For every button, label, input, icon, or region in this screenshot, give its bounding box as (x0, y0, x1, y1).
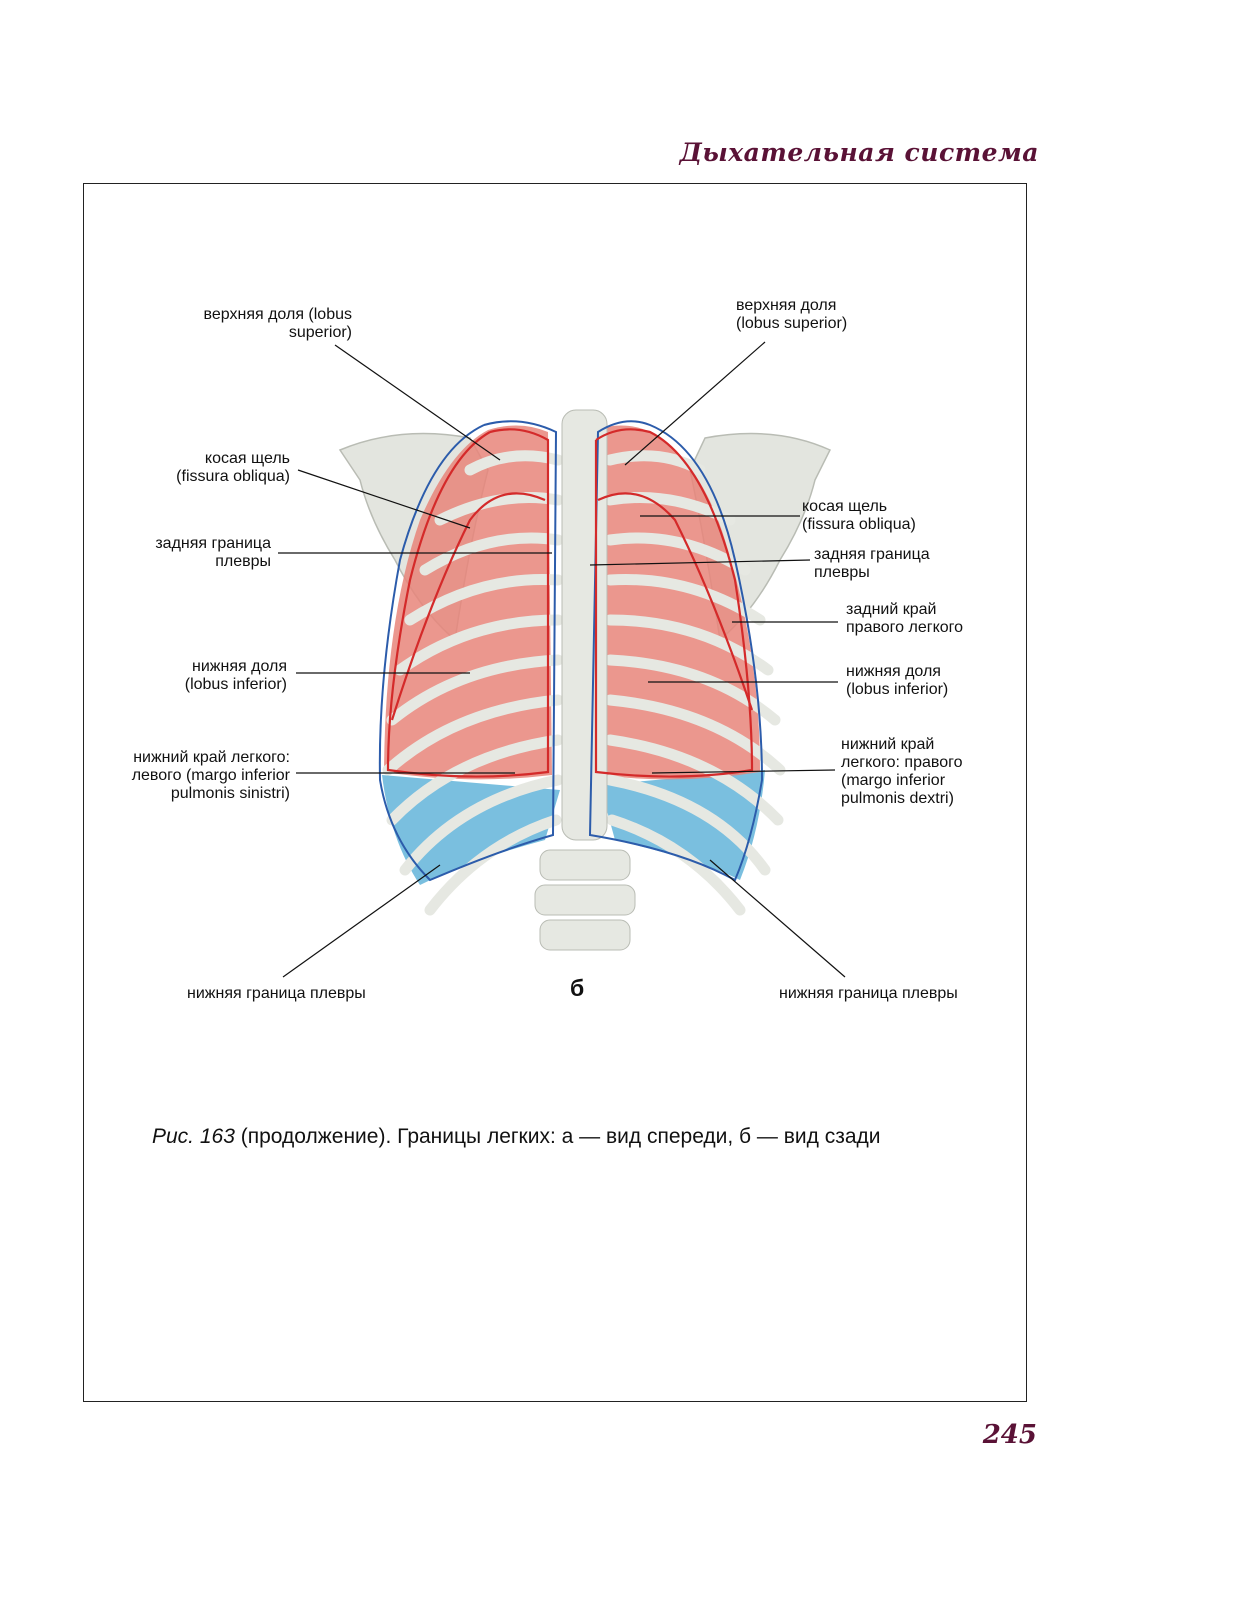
figure-frame (83, 183, 1027, 1402)
caption-text: (продолжение). Границы легких: а — вид с… (234, 1125, 881, 1148)
figure-caption: Рис. 163 (продолжение). Границы легких: … (152, 1125, 881, 1149)
right-pleura-blue-line (588, 420, 764, 882)
label-lower-lobe-right: нижняя доля(lobus inferior) (846, 663, 949, 698)
label-lower-pleura-left: нижняя граница плевры (187, 985, 366, 1002)
running-title: Дыхательная система (679, 138, 1039, 167)
right-oblique-fissure-line (597, 492, 754, 711)
right-lung (594, 425, 760, 780)
label-oblique-fissure-left: косая щель(fissura obliqua) (176, 450, 290, 485)
right-lung-red-line (594, 428, 754, 778)
label-lower-lobe-left: нижняя доля(lobus inferior) (184, 658, 287, 693)
label-upper-lobe-right: верхняя доля(lobus superior) (736, 297, 848, 332)
label-oblique-fissure-right: косая щель(fissura obliqua) (802, 498, 916, 533)
label-lower-pleura-right: нижняя граница плевры (779, 985, 958, 1002)
caption-prefix: Рис. 163 (152, 1125, 235, 1148)
figure-letter: б (570, 975, 585, 1001)
page-number: 245 (982, 1420, 1037, 1450)
label-inferior-margin-left: нижний край легкого:левого (margo inferi… (131, 749, 290, 802)
left-lower-pleura (382, 775, 560, 885)
left-oblique-fissure-line (390, 492, 546, 721)
right-lower-pleura (600, 770, 765, 880)
ribs (382, 450, 786, 916)
left-pleura-blue-line (378, 420, 558, 882)
leader-lines (278, 341, 846, 978)
left-lung-red-line (386, 428, 550, 778)
